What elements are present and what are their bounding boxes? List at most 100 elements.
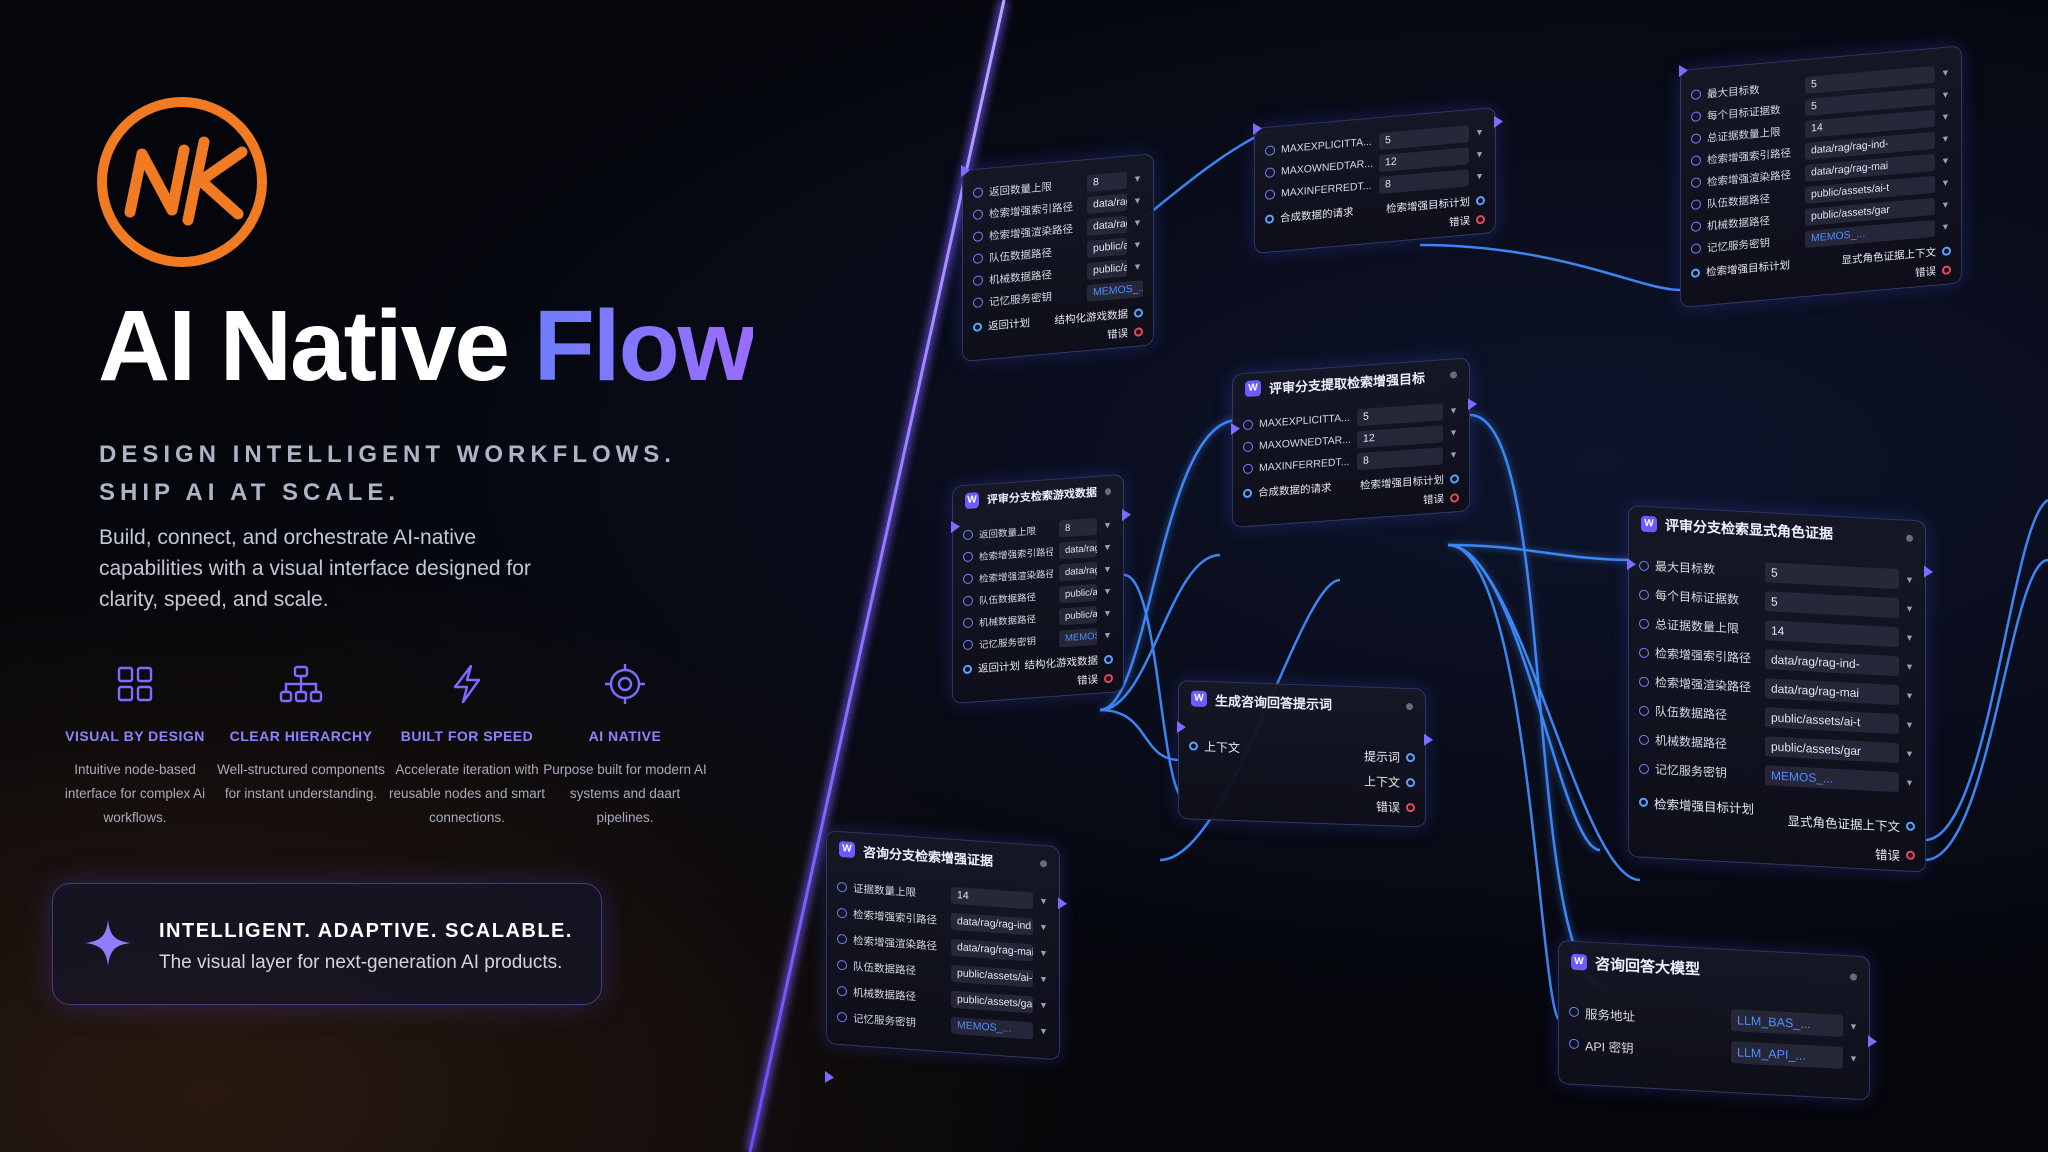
chevron-down-icon: ▼ (1941, 155, 1950, 167)
feature-desc: Well-structured components for instant u… (217, 762, 385, 801)
feature-title: AI NATIVE (588, 728, 662, 744)
chevron-down-icon: ▼ (1039, 921, 1048, 933)
node-type-icon: W (1245, 379, 1261, 398)
chevron-down-icon: ▼ (1941, 199, 1950, 211)
chevron-down-icon: ▼ (1103, 607, 1112, 619)
node-error-port[interactable]: 错误 (1449, 212, 1485, 230)
chevron-down-icon: ▼ (1475, 148, 1484, 160)
hierarchy-icon (279, 665, 323, 703)
node-type-icon: W (1571, 953, 1587, 971)
hero-title-main: AI Native (98, 290, 534, 402)
tagline-line-1: DESIGN INTELLIGENT WORKFLOWS. (99, 441, 676, 468)
node-output-port[interactable]: 显式角色证据上下文 (1787, 810, 1915, 836)
node-input-port[interactable]: 检索增强目标计划 (1691, 257, 1790, 281)
node-input-port[interactable]: 返回计划 (963, 658, 1020, 677)
hero-title: AI Native Flow (98, 296, 755, 396)
feature-ai-native: AI NATIVE Purpose built for modern AI sy… (540, 660, 710, 830)
chevron-down-icon: ▼ (1039, 973, 1048, 985)
chevron-down-icon: ▼ (1103, 519, 1112, 531)
feature-desc: Intuitive node-based interface for compl… (64, 762, 206, 825)
chevron-down-icon: ▼ (1039, 947, 1048, 959)
feature-title: BUILT FOR SPEED (400, 728, 534, 744)
chevron-down-icon: ▼ (1905, 719, 1914, 730)
node-input-port[interactable]: 返回计划 (973, 315, 1030, 335)
feature-clear-hierarchy: CLEAR HIERARCHY Well-structured componen… (216, 660, 386, 806)
tagline-line-2: SHIP AI AT SCALE. (99, 479, 401, 506)
bolt-icon (453, 664, 481, 704)
node-output-port[interactable]: 检索增强目标计划 (1360, 471, 1459, 493)
chevron-down-icon: ▼ (1103, 563, 1112, 575)
chevron-down-icon: ▼ (1449, 405, 1458, 416)
node-error-port[interactable]: 错误 (1107, 324, 1143, 342)
hero-description: Build, connect, and orchestrate AI-nativ… (99, 526, 531, 611)
node-type-icon: W (965, 492, 979, 510)
chevron-down-icon: ▼ (1941, 89, 1950, 101)
hero-title-accent: Flow (533, 290, 756, 402)
node-title: 咨询回答大模型 (1595, 955, 1701, 978)
node-output-port[interactable]: 上下文 (1364, 772, 1415, 791)
chevron-down-icon: ▼ (1941, 67, 1950, 79)
node-status-dot (1104, 487, 1111, 495)
grid-icon (117, 666, 153, 702)
node-type-icon: W (1641, 515, 1657, 533)
chevron-down-icon: ▼ (1941, 111, 1950, 123)
node-input-port[interactable]: 检索增强目标计划 (1639, 793, 1754, 818)
node-input-port[interactable]: 上下文 (1189, 737, 1240, 756)
node-title: 咨询分支检索增强证据 (863, 844, 994, 869)
node-rag-targets-top[interactable]: MAXEXPLICITTA...5▼ MAXOWNEDTAR...12▼ MAX… (1253, 106, 1503, 254)
feature-title: CLEAR HIERARCHY (229, 728, 373, 744)
target-icon (605, 664, 645, 704)
feature-visual-by-design: VISUAL BY DESIGN Intuitive node-based in… (50, 660, 220, 830)
chevron-down-icon: ▼ (1103, 541, 1112, 553)
chevron-down-icon: ▼ (1449, 449, 1458, 460)
node-error-port[interactable]: 错误 (1915, 262, 1951, 280)
node-output-port[interactable]: 提示词 (1364, 747, 1415, 766)
chevron-down-icon: ▼ (1133, 261, 1142, 273)
feature-title: VISUAL BY DESIGN (65, 728, 205, 744)
chevron-down-icon: ▼ (1039, 1025, 1048, 1037)
node-status-dot (1406, 702, 1413, 710)
feature-built-for-speed: BUILT FOR SPEED Accelerate iteration wit… (382, 660, 552, 830)
chevron-down-icon: ▼ (1905, 632, 1914, 643)
node-error-port[interactable]: 错误 (1875, 844, 1915, 865)
chevron-down-icon: ▼ (1905, 661, 1914, 672)
chevron-down-icon: ▼ (1449, 427, 1458, 438)
chevron-down-icon: ▼ (1905, 690, 1914, 701)
tagline: DESIGN INTELLIGENT WORKFLOWS. SHIP AI AT… (99, 436, 676, 512)
chevron-down-icon: ▼ (1039, 999, 1048, 1011)
chevron-down-icon: ▼ (1905, 748, 1914, 759)
chevron-down-icon: ▼ (1849, 1053, 1858, 1064)
chevron-down-icon: ▼ (1905, 603, 1914, 614)
node-error-port[interactable]: 错误 (1376, 798, 1415, 816)
node-error-port[interactable]: 错误 (1077, 671, 1113, 689)
chevron-down-icon: ▼ (1941, 221, 1950, 233)
node-input-port[interactable]: 合成数据的请求 (1265, 204, 1354, 227)
node-type-icon: W (839, 840, 855, 859)
node-status-dot (1850, 972, 1857, 981)
sparkle-icon (85, 920, 131, 966)
node-input-port[interactable]: 合成数据的请求 (1243, 480, 1332, 501)
nk-logo: NK (97, 97, 267, 267)
node-error-port[interactable]: 错误 (1423, 490, 1459, 508)
chevron-down-icon: ▼ (1905, 574, 1914, 585)
feature-desc: Purpose built for modern AI systems and … (543, 762, 707, 825)
node-status-dot (1040, 859, 1047, 867)
chevron-down-icon: ▼ (1941, 133, 1950, 145)
node-title: 评审分支检索游戏数据 (986, 486, 1097, 507)
node-title: 生成咨询回答提示词 (1215, 692, 1333, 712)
node-output-port[interactable]: 结构化游戏数据 (1025, 652, 1113, 673)
promo-title: INTELLIGENT. ADAPTIVE. SCALABLE. (159, 920, 573, 942)
chevron-down-icon: ▼ (1133, 217, 1142, 229)
chevron-down-icon: ▼ (1475, 170, 1484, 182)
chevron-down-icon: ▼ (1103, 585, 1112, 597)
chevron-down-icon: ▼ (1039, 895, 1048, 907)
